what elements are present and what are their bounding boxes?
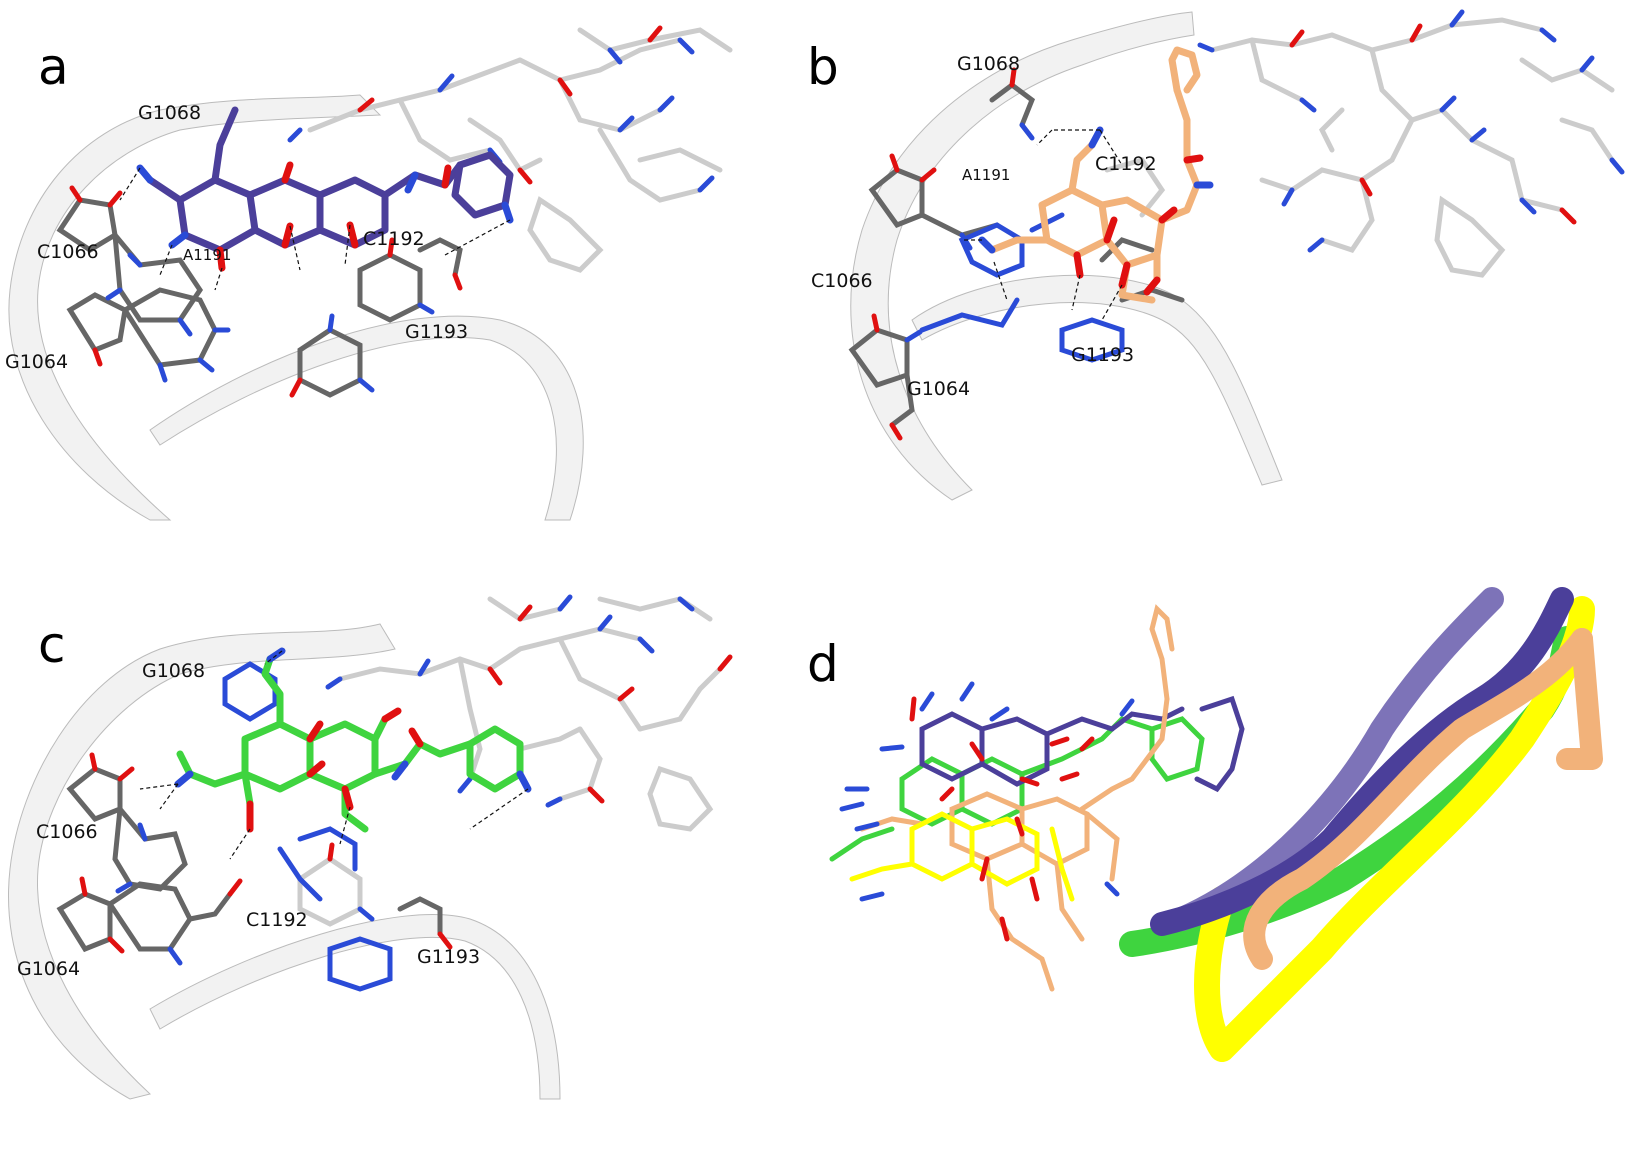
residue-label-c1066: C1066 xyxy=(37,241,99,263)
residue-label-c1192: C1192 xyxy=(363,228,425,250)
ligand-overlay-orange xyxy=(859,604,1175,992)
panel-label-b: b xyxy=(807,38,839,96)
hydrogen-bonds xyxy=(962,129,1123,321)
panel-c-structure xyxy=(8,594,733,1100)
ligand-overlay-green xyxy=(829,716,1205,862)
rna-ribbon-lower xyxy=(149,914,561,1100)
rna-bases-blue xyxy=(919,212,1125,363)
residue-label-g1193: G1193 xyxy=(1071,344,1135,366)
rna-nucleotides xyxy=(848,81,1185,428)
panel-a: a G1068 C1066 A1191 C1192 G1193 G1064 xyxy=(0,0,822,579)
residue-label-g1064: G1064 xyxy=(17,958,81,980)
residue-label-c1066: C1066 xyxy=(36,821,98,843)
ligand-overlay-purple xyxy=(919,695,1245,793)
residue-label-g1064: G1064 xyxy=(907,378,971,400)
rna-nucleotides xyxy=(56,766,443,953)
residue-label-c1066: C1066 xyxy=(811,270,873,292)
ligand-heteroatoms xyxy=(978,126,1214,296)
ligand-purple xyxy=(146,106,514,254)
rna-ribbon xyxy=(8,623,396,1100)
rna-heteroatoms xyxy=(69,185,463,398)
residue-label-a1191: A1191 xyxy=(183,246,232,264)
panel-label-a: a xyxy=(38,38,69,96)
residue-label-c1192: C1192 xyxy=(1095,153,1157,175)
ligand-heteroatoms xyxy=(136,161,514,272)
residue-label-g1068: G1068 xyxy=(138,102,202,124)
peptide-heteroatoms xyxy=(325,594,733,922)
hydrogen-bonds xyxy=(119,167,511,291)
backbone-orange xyxy=(1243,628,1593,970)
residue-label-g1068: G1068 xyxy=(142,660,206,682)
residue-label-c1192: C1192 xyxy=(246,909,308,931)
panel-d-overlay xyxy=(829,587,1603,1062)
hydrogen-bonds xyxy=(139,650,529,860)
residue-label-a1191: A1191 xyxy=(962,166,1011,184)
panel-b-structure xyxy=(848,9,1625,501)
ligand-overlay-yellow xyxy=(849,811,1075,902)
rna-heteroatoms xyxy=(79,752,453,966)
panel-label-c: c xyxy=(38,616,66,674)
backbone-purple-light xyxy=(1170,587,1504,931)
rna-ribbon xyxy=(850,11,1195,501)
panel-c: c G1068 C1066 C1192 G1193 G1064 xyxy=(0,579,822,1158)
residue-label-g1193: G1193 xyxy=(405,321,469,343)
panel-label-d: d xyxy=(807,635,839,693)
panel-a-structure xyxy=(8,25,733,521)
peptide-sticks xyxy=(1104,17,1615,278)
overlay-heteroatoms xyxy=(839,681,1135,942)
ligand-heteroatoms xyxy=(174,647,532,833)
rna-ribbon-lower xyxy=(149,315,584,521)
residue-label-g1193: G1193 xyxy=(417,946,481,968)
residue-label-g1068: G1068 xyxy=(957,53,1021,75)
backbone-purple xyxy=(1150,587,1574,936)
panel-b: b G1068 A1191 C1192 C1066 G1193 G1064 xyxy=(807,0,1644,579)
rna-ribbon-lower xyxy=(911,274,1283,486)
backbone-tubes xyxy=(1119,587,1603,1062)
backbone-orange-tail xyxy=(1556,628,1603,770)
panel-d: d xyxy=(807,579,1644,1158)
residue-label-g1064: G1064 xyxy=(5,351,69,373)
peptide-heteroatoms xyxy=(1197,9,1625,253)
backbone-yellow xyxy=(1194,596,1595,1062)
rna-ribbon xyxy=(8,94,382,521)
